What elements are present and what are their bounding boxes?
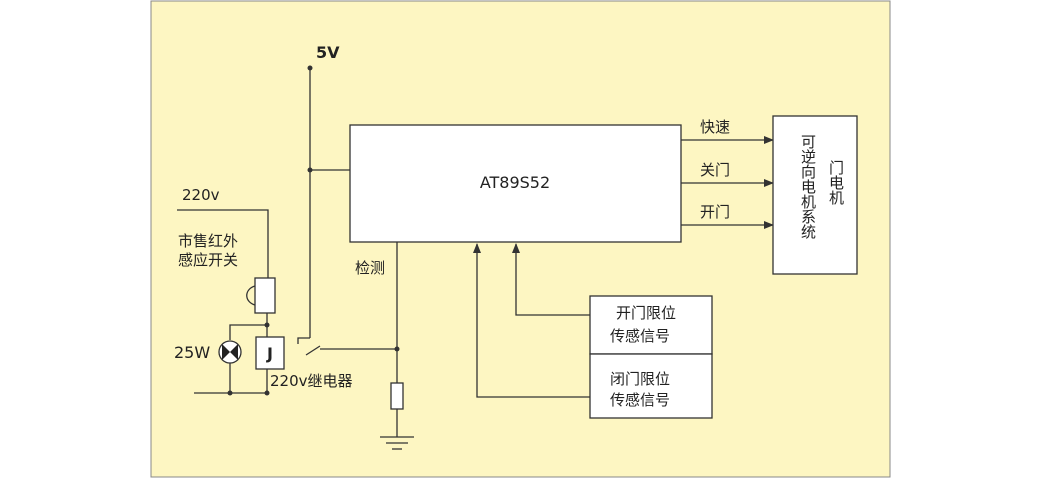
mcu-block: [349, 124, 682, 243]
relay-symbol: J: [266, 344, 273, 363]
output-fast-label: 快速: [700, 118, 730, 136]
motor-door-label: 门电机: [827, 160, 845, 206]
motor-system-label: 可逆向电机系统: [799, 134, 817, 240]
lamp-label: 25W: [174, 343, 210, 362]
relay-label: 220v继电器: [270, 372, 353, 390]
pir-label-line2: 感应开关: [178, 251, 238, 269]
mains-label: 220v: [182, 186, 220, 204]
close-limit-line1: 闭门限位: [610, 370, 670, 388]
lamp-supply-wire: [229, 324, 267, 340]
pir-sensor-body: [254, 277, 276, 314]
output-open-label: 开门: [700, 203, 730, 221]
open-limit-line1: 开门限位: [616, 304, 676, 322]
open-limit-wire: [512, 243, 590, 316]
neutral-relay-junction: [264, 390, 270, 396]
relay-contact-blade: [305, 345, 321, 356]
output-close-label: 关门: [700, 161, 730, 179]
pir-label-line1: 市售红外: [178, 232, 238, 250]
open-limit-line2: 传感信号: [610, 327, 670, 345]
pir-sensor-lens: [246, 285, 256, 306]
relay-contact-top: [297, 337, 310, 344]
close-limit-block: [589, 353, 713, 419]
open-limit-block: [589, 295, 713, 355]
motor-block: [772, 115, 858, 275]
voltage-label: 5V: [316, 43, 340, 62]
relay-coil: [255, 336, 285, 370]
pulldown-resistor: [390, 382, 404, 410]
lamp-fill: [222, 344, 238, 360]
neutral-lamp-junction: [227, 390, 233, 396]
mains-wire: [177, 209, 269, 278]
detect-label: 检测: [355, 259, 385, 277]
close-limit-line2: 传感信号: [610, 391, 670, 409]
close-limit-wire: [473, 243, 590, 398]
mcu-label: AT89S52: [480, 173, 550, 192]
